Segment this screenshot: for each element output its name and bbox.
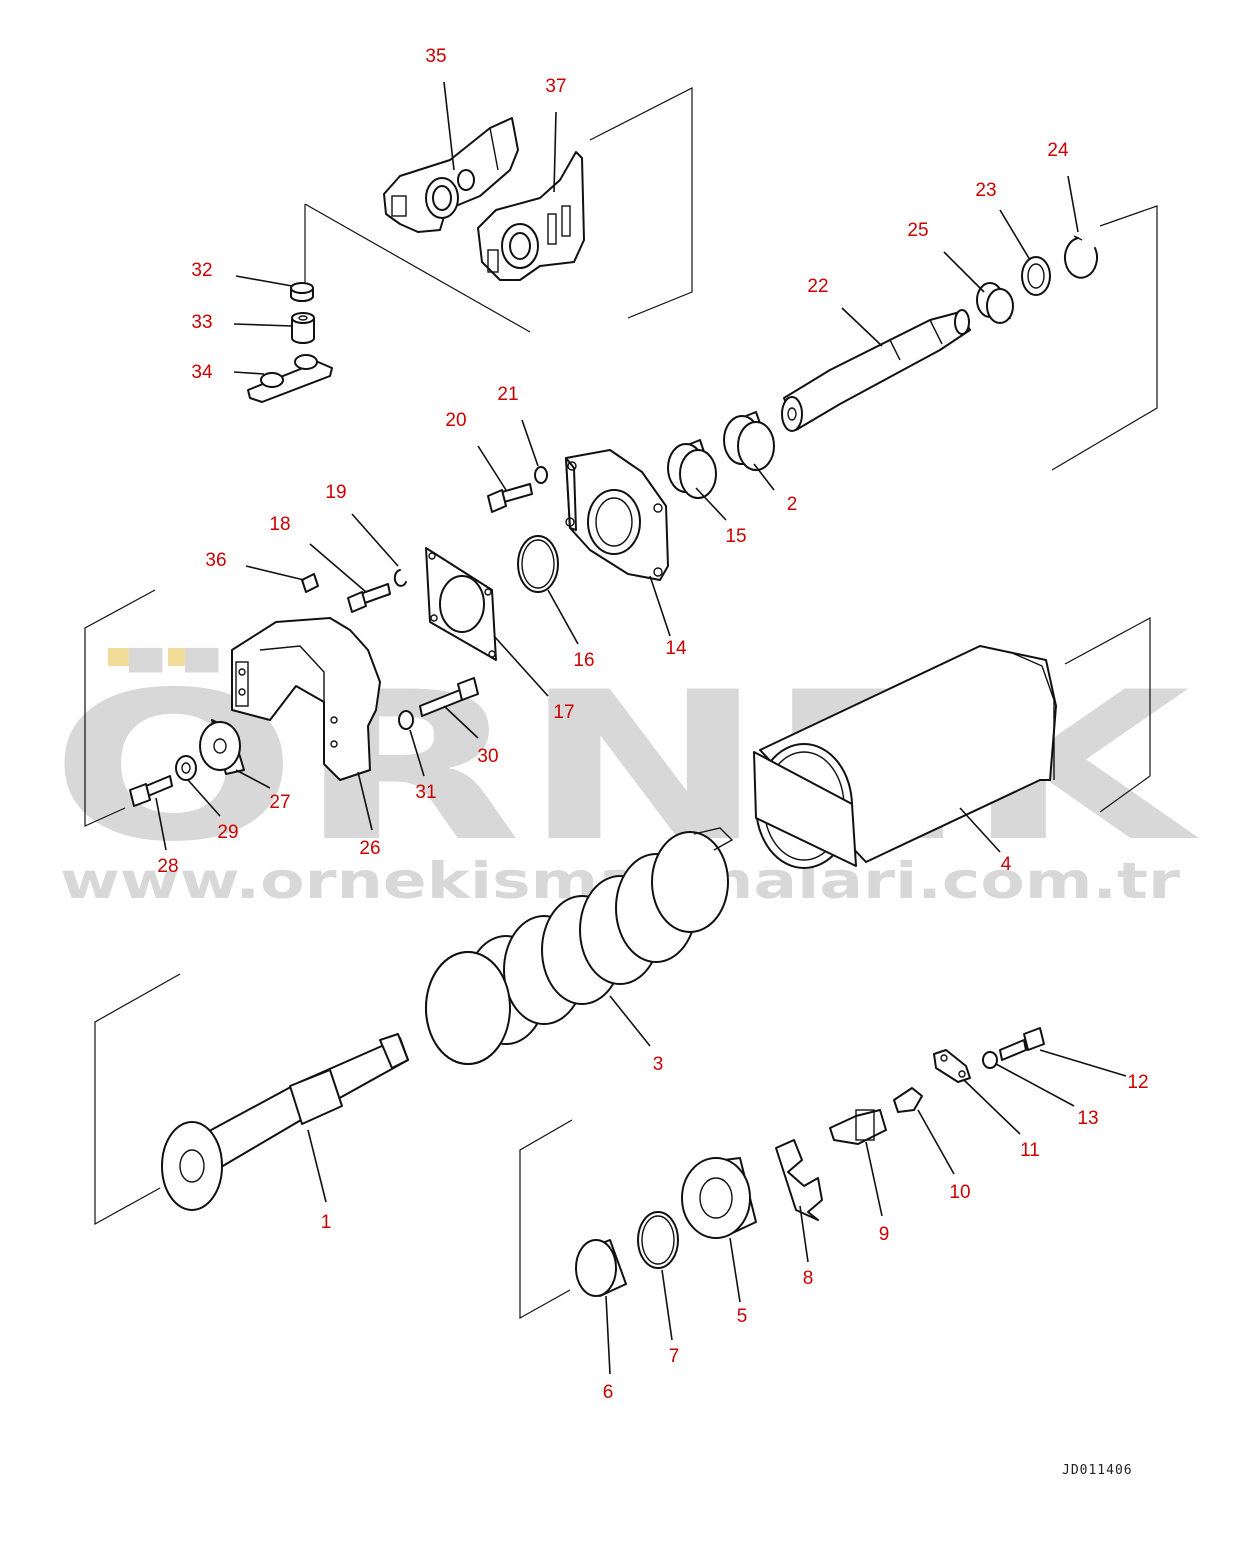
part-7-ring <box>637 1211 679 1269</box>
part-37-bracket <box>477 151 585 281</box>
callout-17: 17 <box>553 702 574 723</box>
part-10-grease-fitting <box>893 1087 923 1113</box>
part-34-plate <box>247 354 333 403</box>
callout-28: 28 <box>157 856 178 877</box>
part-15-bushing <box>667 439 717 499</box>
part-13-washer <box>982 1051 998 1069</box>
callout-37: 37 <box>545 76 566 97</box>
callout-2: 2 <box>787 494 798 515</box>
callout-34: 34 <box>191 362 213 383</box>
part-9-valve <box>829 1109 887 1145</box>
part-16-o-ring <box>517 535 559 593</box>
part-22-rod <box>781 309 971 432</box>
part-17-gasket <box>425 547 497 661</box>
callout-3: 3 <box>653 1054 664 1075</box>
frame-right-upper <box>1051 205 1158 471</box>
part-21-washer <box>534 466 548 484</box>
part-14-housing <box>565 449 669 581</box>
callout-15: 15 <box>725 526 746 547</box>
part-28-bolt <box>129 775 173 807</box>
callout-23: 23 <box>975 180 996 201</box>
callout-24: 24 <box>1047 140 1069 161</box>
frame-right-middle <box>1064 616 1151 813</box>
part-11-plate <box>933 1049 971 1083</box>
part-6-bushing <box>575 1239 627 1297</box>
callout-9: 9 <box>879 1224 890 1245</box>
part-12-bolt <box>999 1027 1045 1061</box>
callout-21: 21 <box>497 384 518 405</box>
callout-labels: 35 37 24 23 25 22 32 33 34 21 20 19 18 3… <box>157 46 1148 1403</box>
frame-left-lower <box>94 973 181 1226</box>
leader-lines <box>155 81 1127 1375</box>
part-2-bushing <box>723 411 775 471</box>
callout-8: 8 <box>803 1268 814 1289</box>
part-23-ring <box>1021 256 1051 296</box>
part-30-bolt <box>419 677 479 717</box>
part-27-spacer <box>199 719 245 775</box>
watermark-accent-left <box>108 648 150 666</box>
frame-top-diagonal <box>304 203 531 333</box>
callout-22: 22 <box>807 276 828 297</box>
part-24-snap-ring <box>1064 235 1098 279</box>
part-29-washer <box>175 755 197 781</box>
part-19-washer <box>393 569 407 587</box>
callout-35: 36 <box>205 550 226 571</box>
callout-26: 26 <box>359 838 380 859</box>
part-26-guide <box>231 617 381 781</box>
drawing-code: JD011406 <box>1062 1463 1133 1478</box>
part-33-sleeve <box>291 312 315 344</box>
part-25-bushing <box>976 282 1014 324</box>
callout-31: 31 <box>415 782 436 803</box>
frame-top-right <box>589 87 693 319</box>
callout-32: 32 <box>191 260 212 281</box>
part-18-bolt <box>347 583 391 613</box>
assembly-frames <box>84 87 1158 1320</box>
part-3-spring <box>425 827 734 1065</box>
callout-33: 33 <box>191 312 212 333</box>
watermark-accent-right <box>168 648 210 666</box>
callout-20: 20 <box>445 410 466 431</box>
part-5-collar <box>681 1157 757 1239</box>
callout-12: 12 <box>1127 1072 1148 1093</box>
callout-19: 19 <box>325 482 346 503</box>
part-31-nut <box>398 710 414 730</box>
callout-1: 1 <box>321 1212 332 1233</box>
callout-29: 29 <box>217 822 238 843</box>
callout-14: 14 <box>665 638 687 659</box>
part-32-cap <box>290 282 314 302</box>
part-8-lock-plate <box>775 1139 823 1221</box>
callout-7: 7 <box>669 1346 680 1367</box>
callout-25: 25 <box>907 220 928 241</box>
callout-10: 10 <box>949 1182 970 1203</box>
callout-5: 5 <box>737 1306 748 1327</box>
frame-bottom <box>519 1119 573 1320</box>
part-35-plug <box>301 573 319 593</box>
callout-30: 30 <box>477 746 498 767</box>
callout-18: 18 <box>269 514 290 535</box>
part-4-cylinder <box>753 645 1057 869</box>
callout-11: 11 <box>1020 1140 1040 1161</box>
callout-6: 6 <box>603 1382 614 1403</box>
callout-36: 35 <box>425 46 446 67</box>
frame-left-middle <box>84 589 156 827</box>
callout-4: 4 <box>1001 854 1012 875</box>
part-20-bolt <box>487 483 533 513</box>
callout-13: 13 <box>1077 1108 1098 1129</box>
callout-16: 16 <box>573 650 594 671</box>
part-36-bracket <box>383 117 519 233</box>
part-1-piston <box>161 1033 409 1211</box>
callout-27: 27 <box>269 792 290 813</box>
